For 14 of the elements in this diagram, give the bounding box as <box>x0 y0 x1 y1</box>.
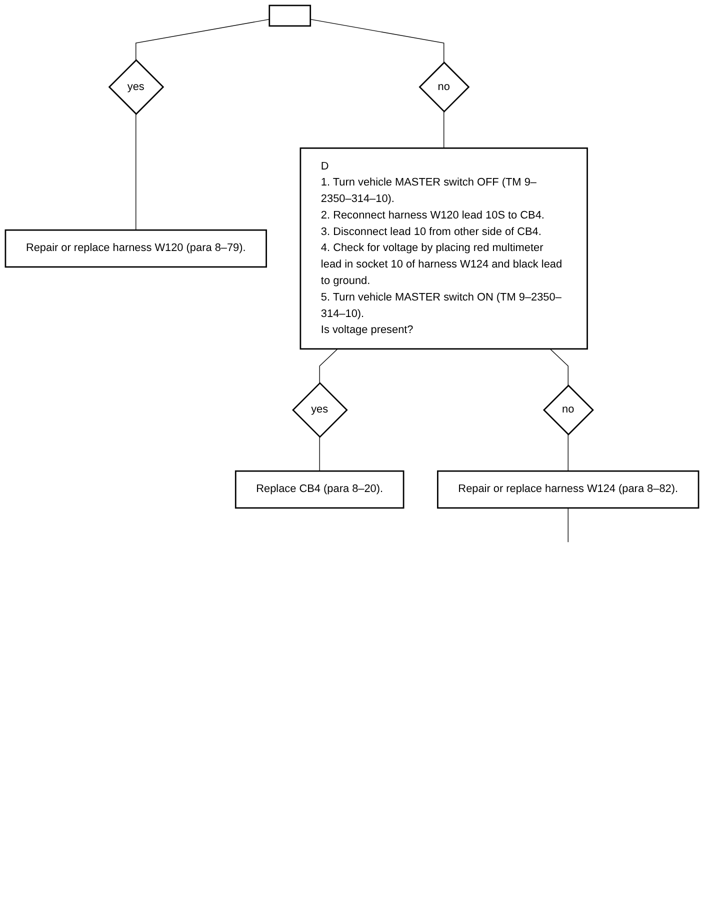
node-box <box>268 4 312 27</box>
node-box: Repair or replace harness W124 (para 8–82). <box>437 470 700 509</box>
connector <box>310 19 444 63</box>
node-diamond: yes <box>292 382 348 438</box>
node-box: Repair or replace harness W120 (para 8–79). <box>4 229 267 268</box>
connector <box>319 436 320 472</box>
connector <box>319 348 338 384</box>
connector <box>550 348 568 386</box>
node-diamond: no <box>542 384 594 436</box>
node-diamond: no <box>418 62 470 113</box>
node-box: D 1. Turn vehicle MASTER switch OFF (TM 9–2350–314–10). 2. Reconnect harness W120 lead 10S to CB4. 3. Disconnect lead 10 from other side of CB4. 4. Check for voltage by placing red multimeter lead in socket 10 of harness W124 and black lead to ground. 5. Turn vehicle MASTER switch ON (TM 9–2350–314–10). Is voltage present? <box>300 147 588 350</box>
node-diamond: yes <box>108 59 164 115</box>
connector <box>136 19 270 60</box>
node-box: Replace CB4 (para 8–20). <box>234 470 404 509</box>
